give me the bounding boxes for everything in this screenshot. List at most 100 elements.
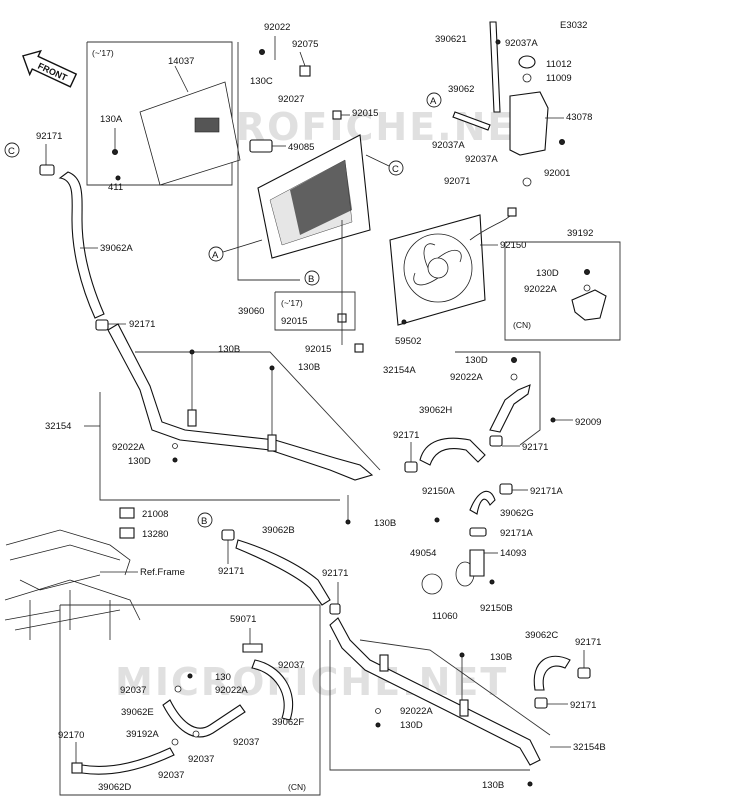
label-92071: 92071 bbox=[444, 176, 470, 187]
label-130a: 130A bbox=[100, 114, 123, 125]
label-130c: 130C bbox=[250, 76, 273, 87]
label-49054: 49054 bbox=[410, 548, 436, 559]
label-130d-d: 130D bbox=[400, 720, 423, 731]
diagram-code: E3032 bbox=[560, 20, 587, 31]
label-39062c: 39062C bbox=[525, 630, 558, 641]
label-130b-b: 130B bbox=[298, 362, 320, 373]
label-92170: 92170 bbox=[58, 730, 84, 741]
callout-a-radiator: A bbox=[212, 250, 219, 261]
label-43078: 43078 bbox=[566, 112, 592, 123]
callout-c-left: C bbox=[8, 146, 15, 157]
label-92150: 92150 bbox=[500, 240, 526, 251]
callout-b-radiator: B bbox=[308, 274, 314, 285]
label-11009: 11009 bbox=[546, 73, 572, 84]
thermostat-area: 92171A 92150A 39062G 92171A 49054 14093 … bbox=[410, 483, 563, 622]
label-39062g: 39062G bbox=[500, 508, 534, 519]
label-92037a-a: 92037A bbox=[505, 38, 538, 49]
cn-hose-box: 59071 92037 39062F 92037 130 92022A 3906… bbox=[58, 604, 321, 796]
label-130d-b: 130D bbox=[536, 268, 559, 279]
fan-assembly: 92150 59502 bbox=[389, 207, 526, 347]
label-11012: 11012 bbox=[546, 59, 572, 70]
label-11060: 11060 bbox=[432, 611, 458, 622]
cn-fitting-box: 39192 130D 92022A (CN) bbox=[504, 228, 621, 341]
label-92037-e: 92037 bbox=[158, 770, 184, 781]
label-92037a-c: 92037A bbox=[465, 154, 498, 165]
radiator: 49085 92015 A B C 39060 (~'17) 92015 920… bbox=[208, 42, 404, 355]
label-92022-a: 92022 bbox=[264, 22, 290, 33]
label-92001: 92001 bbox=[544, 168, 570, 179]
label-92171-c: 92171 bbox=[393, 430, 419, 441]
label-39062a: 39062A bbox=[100, 243, 133, 254]
label-49085: 49085 bbox=[288, 142, 314, 153]
label-39062d: 39062D bbox=[98, 782, 131, 793]
label-32154b: 32154B bbox=[573, 742, 606, 753]
hose-39062b: B 92171 39062B 92171 bbox=[197, 512, 348, 615]
label-39062: 39062 bbox=[448, 84, 474, 95]
reservoir-tank: 390621 92037A 11012 11009 43078 A 39062 … bbox=[426, 21, 592, 187]
pipe-32154: 32154 130B 130B 92022A 130D 130B bbox=[45, 323, 396, 529]
label-92015-a: 92015 bbox=[352, 108, 378, 119]
label-130b-d: 130B bbox=[490, 652, 512, 663]
label-92037-a: 92037 bbox=[278, 660, 304, 671]
radiator-cap-fasteners: 92022 92075 130C 92027 bbox=[250, 22, 318, 105]
frame-reference: 21008 13280 Ref.Frame bbox=[4, 507, 185, 640]
label-92022a-a: 92022A bbox=[112, 442, 145, 453]
label-39062b: 39062B bbox=[262, 525, 295, 536]
label-13280: 13280 bbox=[142, 529, 168, 540]
front-arrow-icon: FRONT bbox=[22, 49, 78, 88]
hose-39062a: C 92171 39062A 92171 bbox=[4, 131, 155, 331]
label-390621: 390621 bbox=[435, 34, 467, 45]
callout-c-radiator: C bbox=[392, 164, 399, 175]
label-92037-d: 92037 bbox=[188, 754, 214, 765]
label-21008: 21008 bbox=[142, 509, 168, 520]
label-92171-b: 92171 bbox=[129, 319, 155, 330]
label-14093: 14093 bbox=[500, 548, 526, 559]
label-14037: 14037 bbox=[168, 56, 194, 67]
label-130: 130 bbox=[215, 672, 231, 683]
label-92171-h: 92171 bbox=[570, 700, 596, 711]
ref-frame-label: Ref.Frame bbox=[140, 567, 185, 578]
label-92171-a: 92171 bbox=[36, 131, 62, 142]
watermark-bottom: MICROFICHE.NET bbox=[115, 660, 508, 704]
label-92037a-b: 92037A bbox=[432, 140, 465, 151]
label-92022a-d: 92022A bbox=[215, 685, 248, 696]
label-59502: 59502 bbox=[395, 336, 421, 347]
label-92150a: 92150A bbox=[422, 486, 455, 497]
label-39192: 39192 bbox=[567, 228, 593, 239]
region-tag-cn-a: (CN) bbox=[513, 320, 531, 330]
label-92171-e: 92171 bbox=[218, 566, 244, 577]
label-92022a-e: 92022A bbox=[400, 706, 433, 717]
label-92075: 92075 bbox=[292, 39, 318, 50]
label-130d-a: 130D bbox=[128, 456, 151, 467]
label-59071: 59071 bbox=[230, 614, 256, 625]
label-39062f: 39062F bbox=[272, 717, 304, 728]
pipe-32154b: 130B 92022A 130D 39062C 92171 92171 3215… bbox=[329, 617, 606, 791]
label-92150b: 92150B bbox=[480, 603, 513, 614]
label-92171-d: 92171 bbox=[522, 442, 548, 453]
callout-a-reservoir: A bbox=[430, 96, 437, 107]
label-39062e: 39062E bbox=[121, 707, 154, 718]
label-411: 411 bbox=[108, 182, 123, 193]
label-92037-b: 92037 bbox=[120, 685, 146, 696]
label-39192a: 39192A bbox=[126, 729, 159, 740]
region-tag-cn-b: (CN) bbox=[288, 782, 306, 792]
label-130b-e: 130B bbox=[482, 780, 504, 791]
label-92171-f: 92171 bbox=[322, 568, 348, 579]
label-92009: 92009 bbox=[575, 417, 601, 428]
label-92027: 92027 bbox=[278, 94, 304, 105]
label-92022a-c: 92022A bbox=[450, 372, 483, 383]
label-130b-c: 130B bbox=[374, 518, 396, 529]
label-130d-c: 130D bbox=[465, 355, 488, 366]
label-32154a: 32154A bbox=[383, 365, 416, 376]
label-92037-c: 92037 bbox=[233, 737, 259, 748]
region-tag-17-a: (~'17) bbox=[92, 48, 114, 58]
pipe-32154a: 130D 32154A 92022A 92009 39062H 92171 92… bbox=[383, 351, 601, 473]
label-92022a-b: 92022A bbox=[524, 284, 557, 295]
label-92015-b: 92015 bbox=[281, 316, 307, 327]
shroud-group: (~'17) 14037 130A 411 bbox=[86, 41, 241, 193]
label-32154: 32154 bbox=[45, 421, 71, 432]
label-39060: 39060 bbox=[238, 306, 264, 317]
label-92171a-b: 92171A bbox=[500, 528, 533, 539]
label-39062h: 39062H bbox=[419, 405, 452, 416]
